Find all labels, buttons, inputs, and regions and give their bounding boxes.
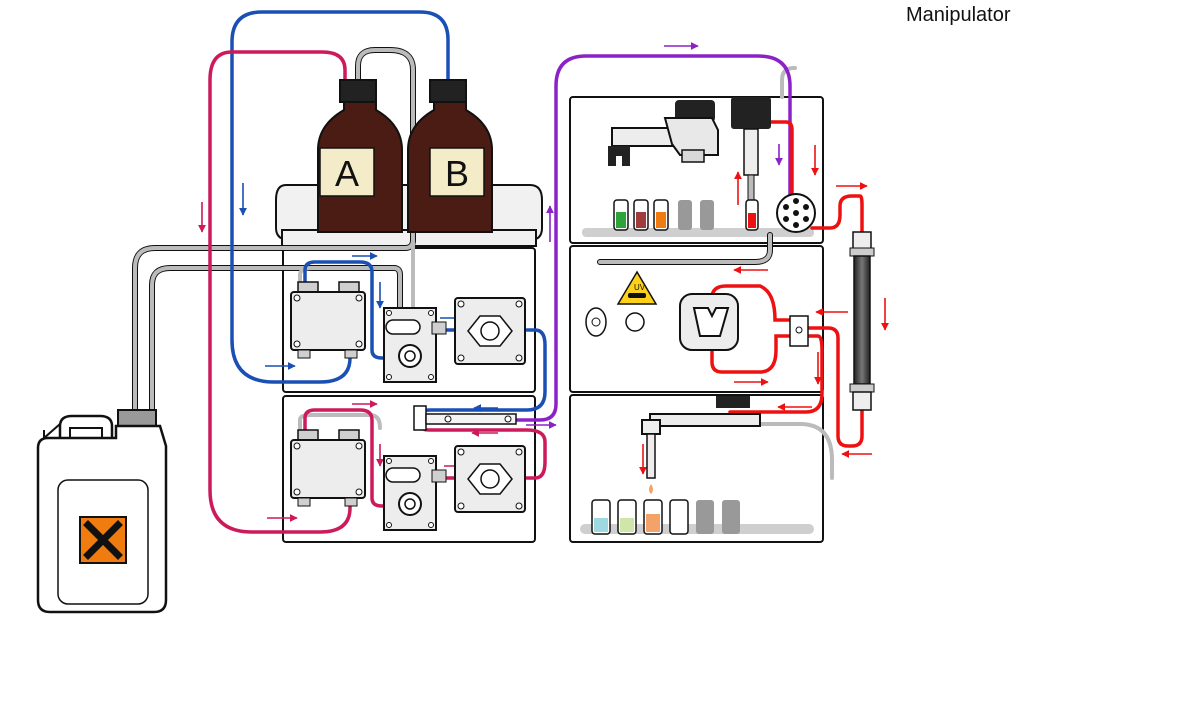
purge-valve-a[interactable] bbox=[383, 455, 447, 531]
pulse-damper-a bbox=[454, 445, 526, 513]
purge-valve-b[interactable] bbox=[383, 307, 447, 383]
pulse-damper-b bbox=[454, 297, 526, 365]
sample-vials bbox=[613, 199, 714, 231]
injection-valve[interactable] bbox=[776, 193, 816, 233]
bottle-a-label: A bbox=[335, 153, 359, 194]
fraction-collector-arm bbox=[641, 396, 761, 494]
hazard-x-icon bbox=[79, 516, 127, 564]
chromatography-column bbox=[849, 231, 875, 411]
detector-lamp bbox=[585, 307, 645, 337]
flow-arrow-icon bbox=[198, 42, 889, 522]
sample-needle-assembly bbox=[731, 97, 771, 231]
flow-cell bbox=[679, 293, 739, 351]
pump-head-a bbox=[290, 429, 366, 507]
solvent-bottle-a: A bbox=[317, 79, 403, 233]
uv-warning-icon: UV bbox=[616, 270, 658, 305]
diagram-title: Manipulator bbox=[906, 4, 1011, 26]
bottle-b-label: B bbox=[445, 153, 469, 194]
solvent-bottle-b: B bbox=[407, 79, 493, 233]
split-tee bbox=[789, 315, 809, 347]
waste-canister bbox=[36, 409, 168, 614]
mixed-eluent-tubing bbox=[514, 54, 792, 422]
autosampler-arm bbox=[608, 100, 719, 166]
mixing-tee bbox=[413, 405, 517, 431]
pump-head-b bbox=[290, 281, 366, 359]
uv-label: UV bbox=[634, 283, 646, 292]
fraction-vials bbox=[591, 499, 740, 535]
